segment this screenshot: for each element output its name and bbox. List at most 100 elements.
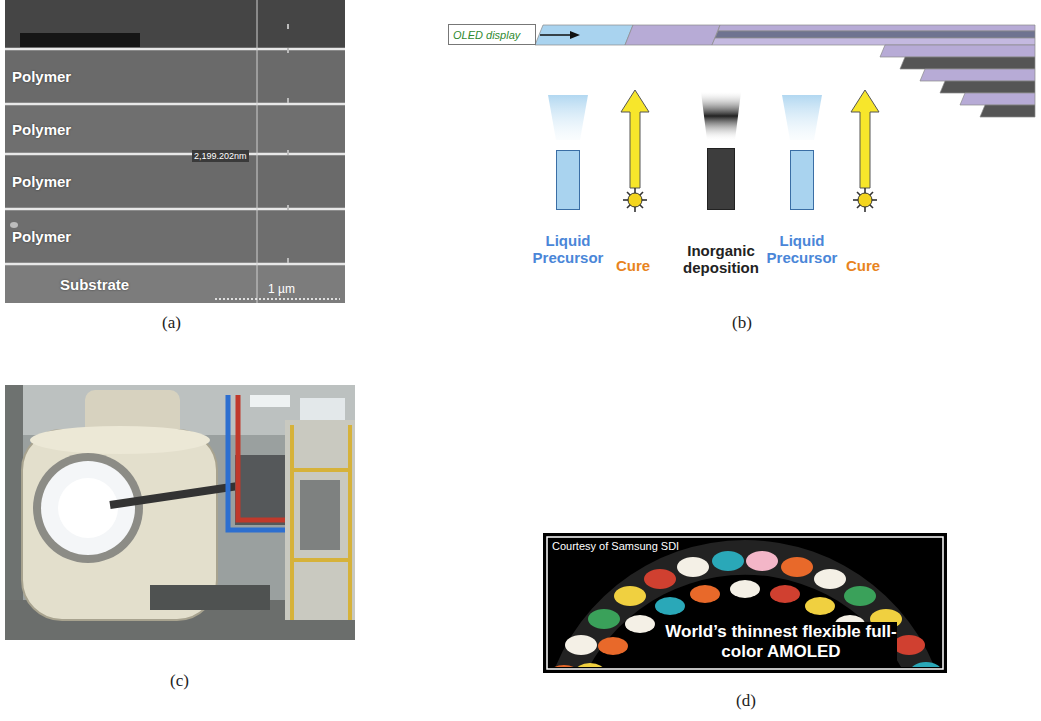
illustration-shape — [701, 92, 741, 140]
illustration-shape — [677, 557, 709, 577]
illustration-shape — [215, 298, 340, 300]
illustration-shape — [30, 426, 210, 454]
illustration-shape — [292, 468, 350, 472]
illustration-shape — [920, 69, 1035, 81]
illustration-shape — [287, 98, 289, 103]
illustration-shape — [348, 425, 352, 620]
illustration-shape — [621, 90, 649, 188]
polymer-layer: Polymer — [5, 155, 345, 208]
node-text: Polymer — [12, 121, 345, 138]
illustration-shape — [625, 615, 655, 633]
illustration-shape — [627, 192, 643, 208]
illustration-shape — [628, 193, 642, 207]
illustration-shape — [570, 31, 580, 39]
illustration-shape — [644, 569, 676, 589]
illustration-shape — [110, 485, 245, 505]
scale-label: 1 µm — [268, 282, 295, 296]
illustration-shape — [287, 205, 289, 210]
photo-credit: Courtesy of Samsung SDI — [552, 540, 679, 552]
illustration-shape — [150, 585, 270, 610]
illustration-shape — [910, 662, 941, 667]
node-text: Substrate — [60, 276, 345, 293]
illustration-shape — [621, 90, 879, 188]
illustration-shape — [575, 663, 605, 667]
source-block — [707, 148, 735, 210]
illustration-shape — [33, 453, 143, 563]
illustration-shape — [782, 95, 822, 140]
illustration-shape — [20, 33, 140, 47]
illustration-shape — [287, 258, 289, 263]
illustration-shape — [549, 665, 580, 667]
illustration-shape — [712, 551, 744, 571]
illustration-shape — [549, 540, 941, 667]
illustration-shape — [770, 585, 800, 603]
illustration-shape — [565, 635, 597, 655]
illustration-shape — [940, 81, 1035, 93]
node-text: Liquid Precursor — [523, 232, 613, 267]
illustration-shape — [5, 0, 345, 48]
illustration-shape — [5, 0, 345, 303]
illustration-shape — [5, 49, 345, 264]
illustration-shape — [5, 50, 345, 103]
process-step-label: Cure — [846, 257, 880, 274]
illustration-shape — [781, 557, 813, 577]
illustration-shape — [598, 637, 628, 655]
illustration-shape — [235, 455, 285, 525]
illustration-shape — [900, 57, 1035, 69]
node-text: Polymer — [12, 173, 345, 190]
illustration-shape — [893, 635, 925, 655]
illustration-shape — [285, 420, 355, 620]
illustration-shape — [287, 150, 289, 155]
illustration-shape — [623, 188, 877, 212]
precursor-source: Liquid Precursor — [523, 150, 613, 267]
illustration-shape — [614, 586, 646, 606]
panel-caption: (b) — [732, 313, 752, 333]
illustration-shape — [980, 105, 1035, 117]
illustration-shape — [287, 24, 289, 263]
illustration-shape — [805, 597, 835, 615]
illustration-shape — [5, 265, 345, 303]
node-text: Inorganic deposition — [671, 242, 771, 277]
illustration-shape — [540, 34, 572, 36]
node-text: OLED display — [453, 29, 520, 41]
illustration-shape — [712, 38, 1035, 45]
node-text: Polymer — [12, 68, 345, 85]
illustration-shape — [250, 395, 290, 407]
illustration-shape — [10, 222, 18, 228]
illustration-shape — [5, 155, 345, 208]
illustration-shape — [58, 478, 118, 538]
illustration-shape — [548, 95, 588, 140]
illustration-shape — [960, 93, 1035, 105]
illustration-shape — [857, 192, 873, 208]
polymer-layer: Polymer — [5, 50, 345, 103]
process-step-label: Cure — [616, 257, 650, 274]
illustration-shape — [5, 208, 345, 211]
panel-caption: (d) — [736, 691, 756, 711]
illustration-shape — [5, 153, 345, 156]
panel-caption: (c) — [170, 671, 189, 691]
illustration-shape — [814, 569, 846, 589]
source-block — [556, 150, 580, 210]
illustration-shape — [292, 425, 350, 620]
polymer-layer: Polymer — [5, 210, 345, 263]
illustration-shape — [290, 425, 294, 620]
illustration-shape — [718, 25, 1035, 31]
illustration-shape — [238, 395, 292, 520]
node-text: Polymer — [12, 228, 345, 245]
illustration-shape — [5, 263, 345, 266]
illustration-shape — [730, 580, 760, 598]
illustration-shape — [287, 24, 289, 29]
illustration-shape — [292, 558, 350, 562]
illustration-shape — [627, 192, 643, 208]
photo-caption: World’s thinnest flexible full-color AMO… — [665, 622, 897, 663]
illustration-shape — [625, 25, 720, 45]
illustration-shape — [857, 192, 873, 208]
illustration-shape — [257, 0, 258, 303]
illustration-shape — [746, 551, 778, 571]
node-text: Liquid Precursor — [760, 232, 844, 267]
illustration-shape — [549, 540, 941, 667]
illustration-shape — [880, 45, 1035, 57]
illustration-shape — [5, 103, 345, 106]
illustration-shape — [5, 105, 345, 153]
